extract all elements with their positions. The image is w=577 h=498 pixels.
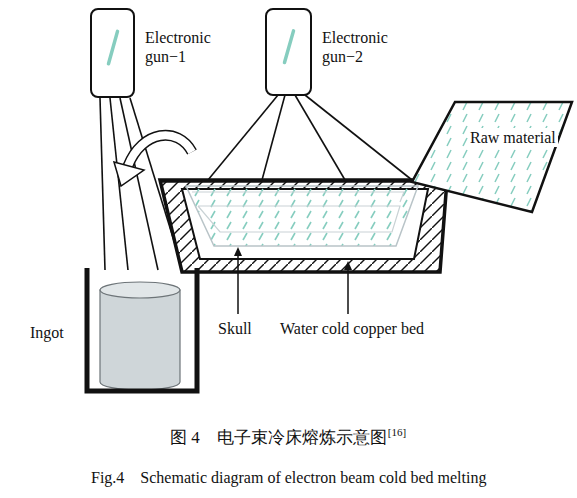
gun-label: Electronic gun−1 (145, 28, 229, 66)
figure-caption-en: Fig.4 Schematic diagram of electron beam… (91, 468, 486, 487)
figure-caption: 图 4 电子束冷床熔炼示意图 (170, 428, 387, 447)
raw-material-hopper: Raw material (412, 100, 574, 214)
leader-arrow (234, 247, 352, 314)
electron-gun: Electronic gun−1 (90, 8, 135, 98)
gun-outline (265, 8, 312, 96)
part-label: Skull (218, 319, 252, 338)
gun-outline (90, 8, 135, 98)
hopper-outline (412, 100, 574, 214)
transfer-arrow (114, 135, 192, 186)
cold-hearth (150, 170, 450, 280)
electron-beam (208, 95, 412, 180)
part-label: Ingot (30, 323, 64, 342)
part-label: Water cold copper bed (280, 319, 424, 338)
ingot-crucible (87, 268, 197, 391)
gun-label: Electronic gun−2 (322, 28, 406, 66)
reference-number: [16] (388, 426, 406, 438)
hopper-label: Raw material (468, 128, 558, 147)
electron-gun: Electronic gun−2 (265, 8, 312, 96)
